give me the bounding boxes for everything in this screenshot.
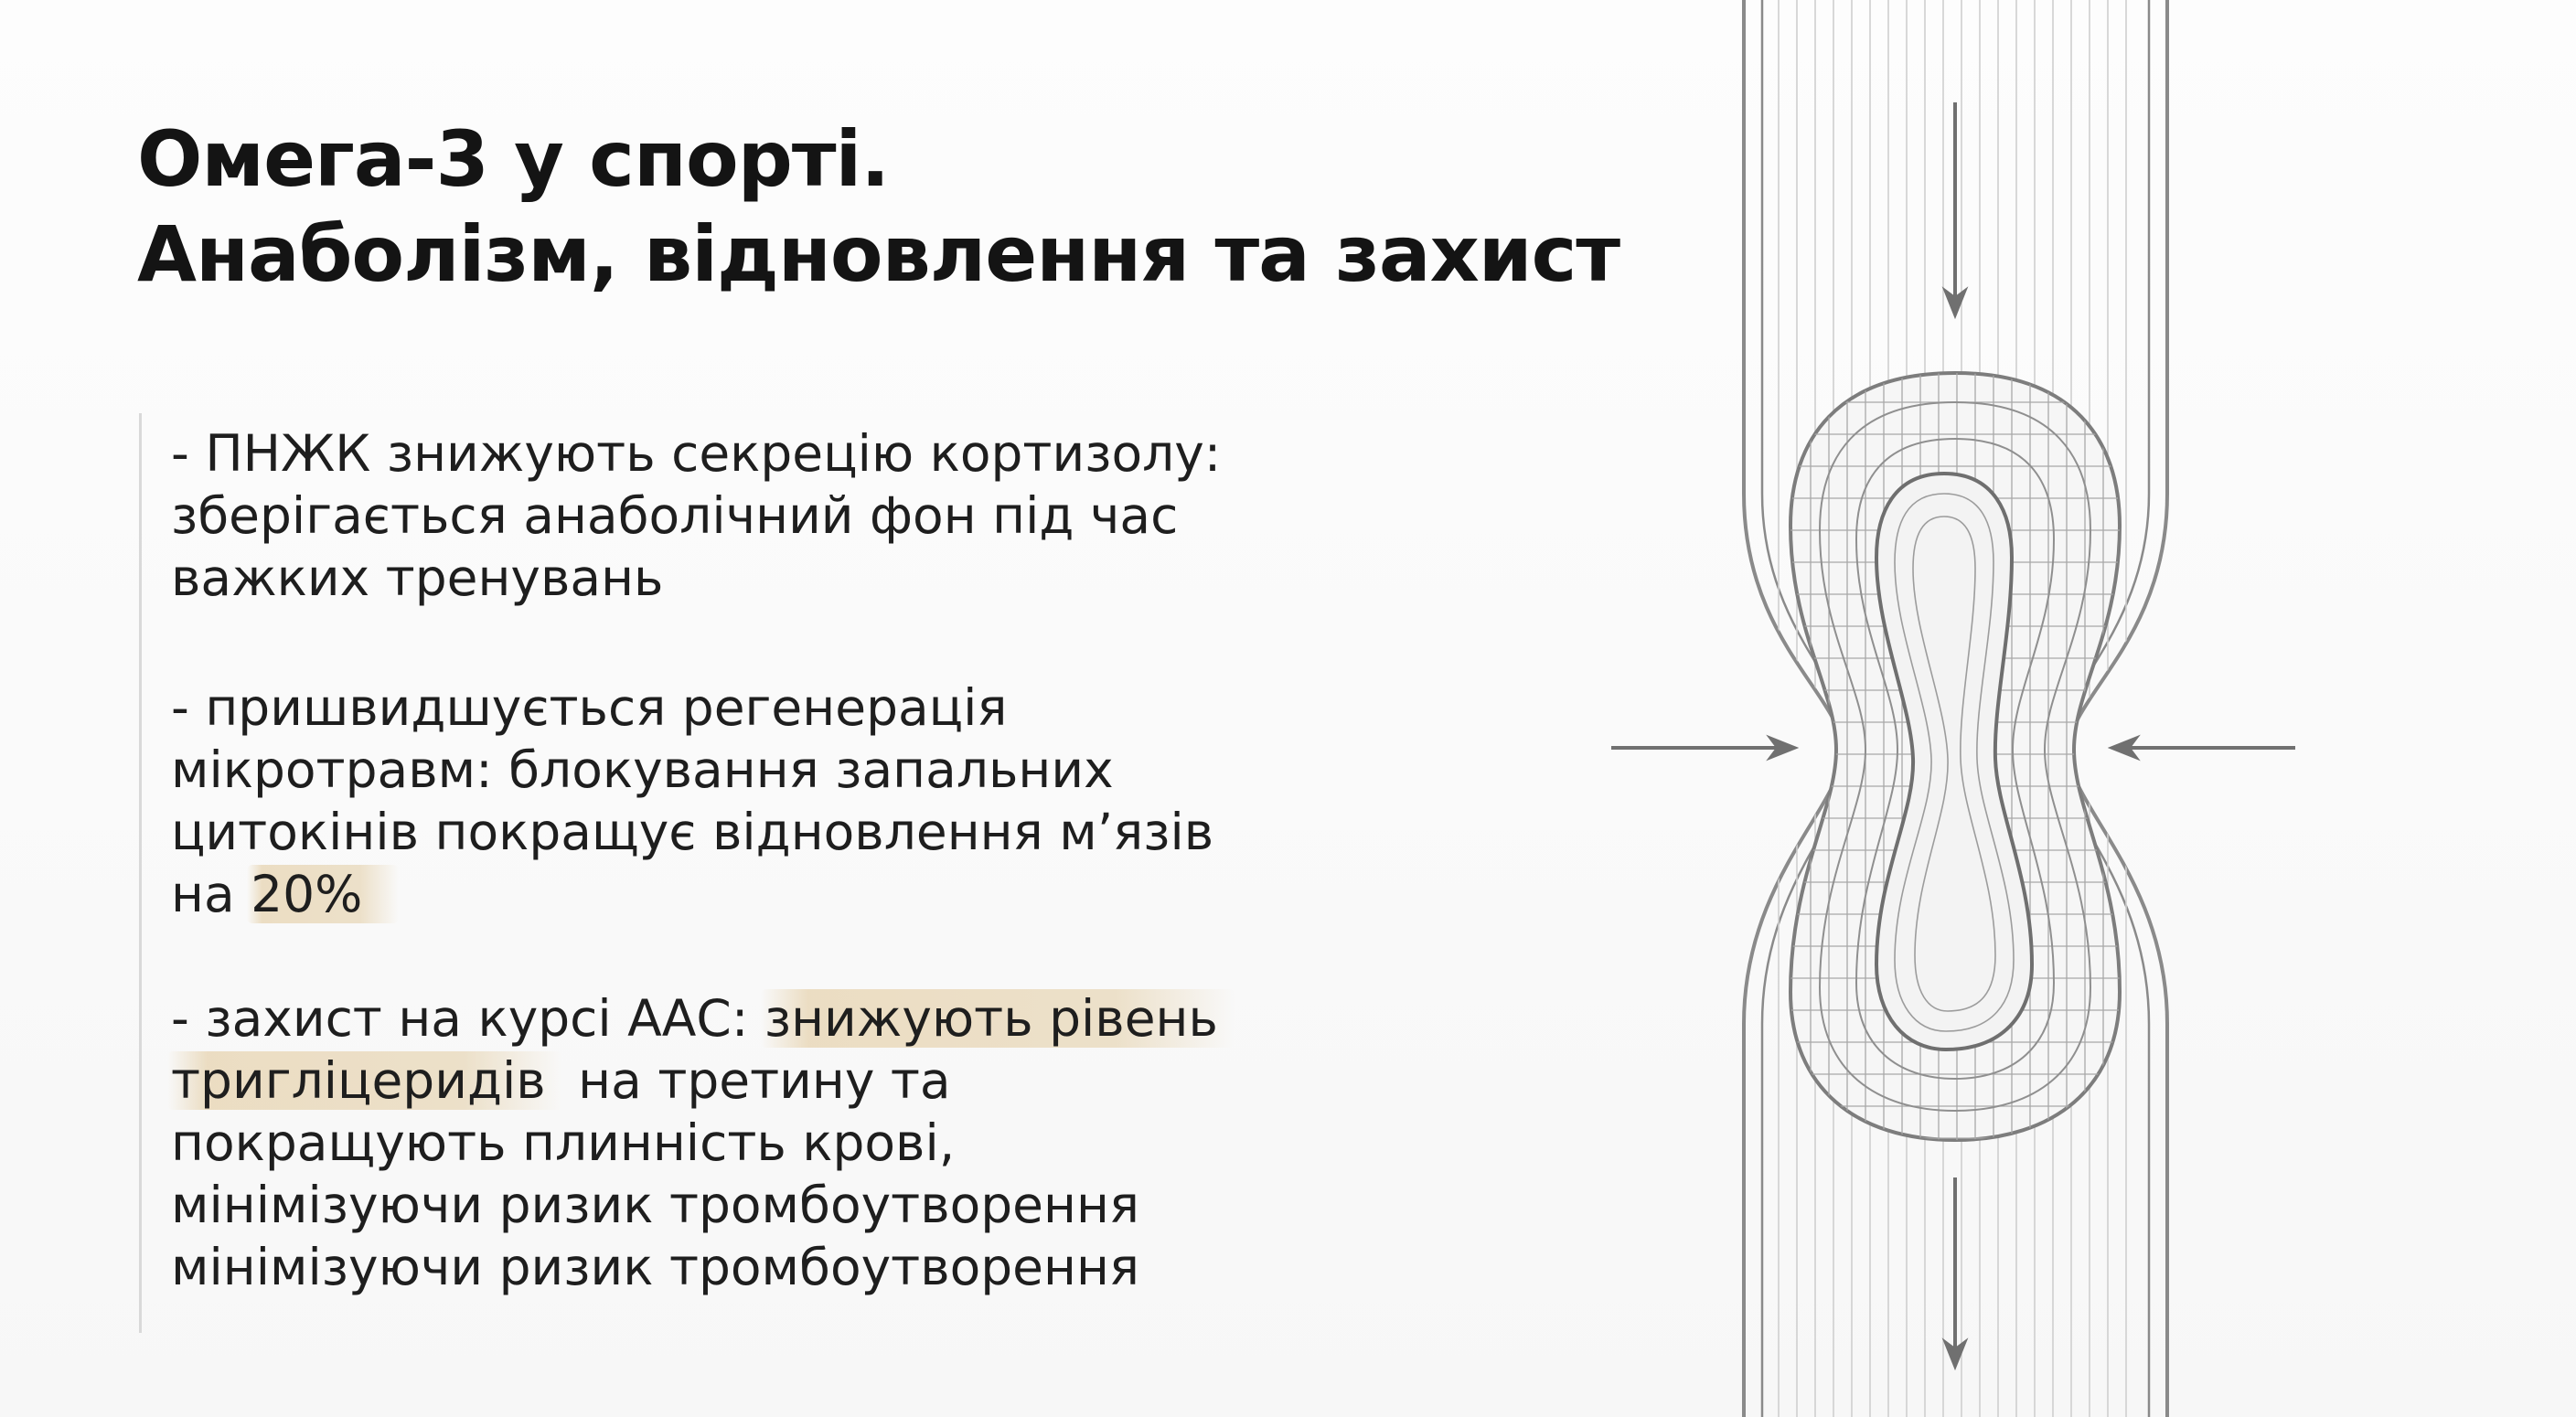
bullet-3-line-4: мінімізуючи ризик тромбоутворення [171,1176,1140,1234]
highlight-20-percent: 20% [247,865,400,923]
highlight-triglycerides-part-2: тригліцеридів [167,1051,562,1110]
bullet-2-line-2: мікротравм: блокування запальних [171,740,1114,799]
inner-core-rings [1894,493,2015,1032]
bullet-1-line-3: важких тренувань [171,549,664,607]
compressed-vessel-diagram-icon [1611,0,2295,1417]
bullet-2-line-4: на 20% [171,863,1213,925]
bullet-2-line-3: цитокінів покращує відновлення м’язів [171,803,1214,861]
slide-title: Омега-3 у спорті. Анаболізм, відновлення… [137,112,1620,302]
bullet-3-line-3: покращують плинність крові, [171,1113,956,1172]
bulb-contours [1818,400,2092,1113]
bullet-aas-protection: - захист на курсі ААС: знижують рівень т… [167,987,1235,1298]
bullet-3-line-2: тригліцеридів на третину та [167,1049,1235,1112]
bullet-1-line-1: - ПНЖК знижують секрецію кортизолу: [171,424,1222,483]
bullet-3-line-2-suffix: на третину та [561,1051,951,1110]
title-line-1: Омега-3 у спорті. [137,114,890,204]
force-arrows [1611,102,2295,1371]
bullet-2-prefix: на [171,865,251,923]
inner-core [1874,471,2035,1052]
bullet-3-line-1: - захист на курсі ААС: знижують рівень [171,987,1235,1049]
bullet-cortisol: - ПНЖК знижують секрецію кортизолу: збер… [171,422,1221,609]
bullet-2-line-1: - пришвидшується регенерація [171,678,1008,737]
title-line-2: Анаболізм, відновлення та захист [137,209,1620,299]
bullet-1-line-2: зберігається анаболічний фон під час [171,486,1179,545]
bullet-3-prefix: - захист на курсі ААС: [171,989,764,1048]
bullet-3-line-5: мінімізуючи ризик тромбоутворення [171,1238,1140,1296]
bullet-block: - ПНЖК знижують секрецію кортизолу: збер… [139,413,1349,1333]
bullet-regeneration: - пришвидшується регенерація мікротравм:… [171,677,1213,925]
highlight-triglycerides-part-1: знижують рівень [760,989,1235,1048]
